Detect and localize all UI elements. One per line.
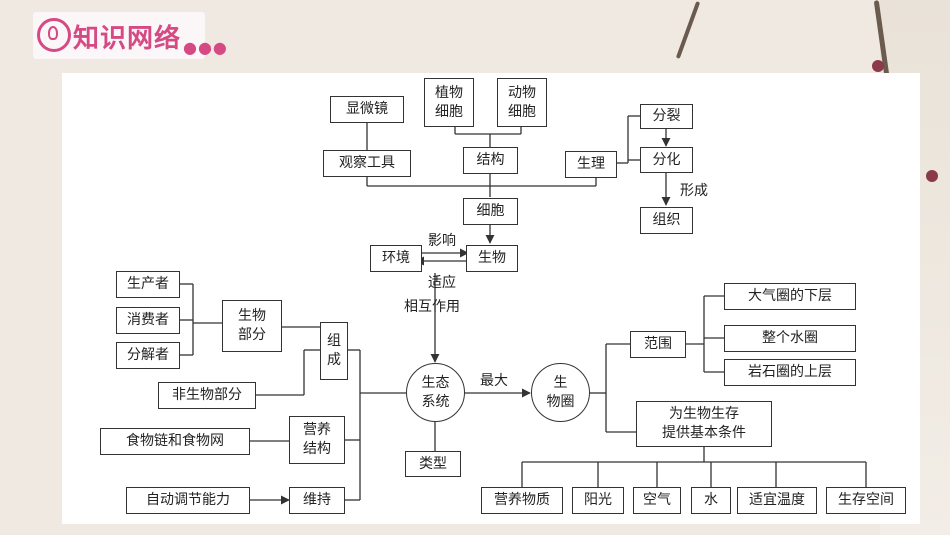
division-box: 分裂 [640, 104, 693, 129]
blossom-decoration [872, 60, 884, 72]
baby-icon [37, 18, 71, 52]
consumer-box: 消费者 [116, 307, 180, 334]
ecosystem-node: 生态 系统 [406, 363, 465, 422]
maintain-box: 维持 [289, 487, 345, 514]
hydrosphere-box: 整个水圈 [724, 325, 856, 352]
sunlight-box: 阳光 [572, 487, 624, 514]
water-box: 水 [691, 487, 731, 514]
biotic-part-box: 生物 部分 [222, 300, 282, 352]
lower-atmosphere-box: 大气圈的下层 [724, 283, 856, 310]
environment-box: 环境 [370, 245, 422, 272]
tissue-box: 组织 [640, 207, 693, 234]
cell-box: 细胞 [463, 198, 518, 225]
adapt-label: 适应 [428, 275, 456, 291]
biosphere-node: 生 物圈 [531, 363, 590, 422]
abiotic-part-box: 非生物部分 [158, 382, 256, 409]
observation-tool-box: 观察工具 [323, 150, 411, 177]
blossom-decoration [926, 170, 938, 182]
food-web-box: 食物链和食物网 [100, 428, 250, 455]
organism-box: 生物 [466, 245, 518, 272]
structure-box: 结构 [463, 147, 518, 174]
dots-icon: ●●● [183, 38, 228, 57]
basic-conditions-box: 为生物生存 提供基本条件 [636, 401, 772, 447]
producer-box: 生产者 [116, 271, 180, 298]
types-box: 类型 [405, 451, 461, 477]
self-regulation-box: 自动调节能力 [126, 487, 250, 514]
differentiation-box: 分化 [640, 147, 693, 173]
animal-cell-box: 动物 细胞 [497, 78, 547, 127]
temperature-box: 适宜温度 [737, 487, 817, 514]
trophic-structure-box: 营养 结构 [289, 416, 345, 464]
scope-box: 范围 [630, 331, 686, 358]
section-title-text: 知识网络 [73, 24, 182, 54]
largest-label: 最大 [480, 373, 508, 389]
nutrients-box: 营养物质 [481, 487, 563, 514]
influence-label: 影响 [428, 233, 456, 249]
interaction-label: 相互作用 [404, 299, 460, 315]
plant-cell-box: 植物 细胞 [424, 78, 474, 127]
microscope-box: 显微镜 [330, 96, 404, 123]
decomposer-box: 分解者 [116, 342, 180, 369]
physiology-box: 生理 [565, 151, 617, 178]
air-box: 空气 [633, 487, 681, 514]
living-space-box: 生存空间 [826, 487, 906, 514]
composition-box: 组 成 [320, 322, 348, 380]
upper-lithosphere-box: 岩石圈的上层 [724, 359, 856, 386]
form-label: 形成 [680, 183, 708, 199]
section-title: 知识网络 ●●● [33, 12, 227, 59]
